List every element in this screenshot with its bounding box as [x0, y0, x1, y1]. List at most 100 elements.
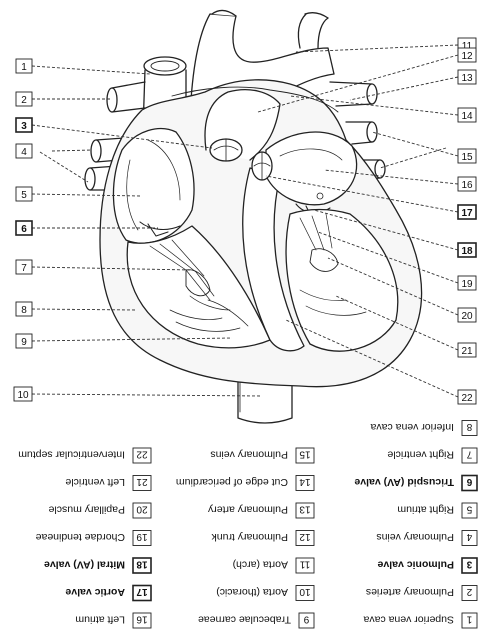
callout-6: 6 [15, 220, 33, 236]
legend-number-box [461, 530, 478, 546]
legend-number: 21 [136, 476, 148, 487]
legend-item-13: 13 Pulmonary artery [207, 502, 315, 519]
legend-label: Aorta (thoracic) [216, 586, 288, 598]
callout-22-number: 22 [461, 393, 473, 404]
legend-item-16: 16 Left atrium [75, 612, 152, 629]
callout-21-number: 21 [461, 346, 473, 357]
legend-number-box [461, 447, 478, 464]
legend-label: Trabeculae carneae [198, 614, 291, 626]
legend-number-box [461, 420, 478, 436]
legend-item-10: 10 Aorta (thoracic) [216, 585, 315, 601]
heart-illustration [84, 9, 423, 424]
legend-number-box [132, 612, 152, 629]
legend-label: Inferior vena cava [370, 421, 454, 433]
legend-number: 1 [466, 614, 472, 625]
legend-number-box [461, 612, 478, 629]
legend-number: 9 [303, 614, 309, 625]
legend-number-box [461, 557, 478, 574]
callout-16: 16 [457, 176, 477, 192]
legend-number: 6 [466, 476, 472, 487]
legend-item-4: 4 Pulmonary veins [376, 530, 478, 546]
legend-item-21: 21 Left ventricle [65, 475, 152, 491]
legend-label: Pulmonary arteries [366, 586, 454, 598]
legend-label: Mitral (AV) valve [44, 559, 125, 571]
interventricular-septum-shape [242, 167, 305, 352]
legend-label: Pulmonary veins [210, 449, 288, 461]
callout-18: 18 [457, 242, 477, 258]
legend-number-box [295, 585, 315, 601]
legend-number: 10 [299, 586, 311, 597]
legend-label: Tricuspid (AV) valve [354, 476, 454, 488]
callout-19-number: 19 [461, 279, 473, 290]
legend-number-box [295, 475, 315, 491]
callout-14: 14 [457, 107, 477, 123]
callout-19: 19 [457, 275, 477, 291]
legend-number-box [132, 584, 152, 602]
legend-number-box [461, 585, 478, 601]
callout-20: 20 [457, 307, 477, 323]
callout-20-number: 20 [461, 311, 473, 322]
callout-15: 15 [457, 148, 477, 164]
legend-label: Superior vena cava [363, 614, 454, 626]
legend-label: Pulmonary trunk [211, 531, 288, 543]
callout-9: 9 [15, 333, 33, 349]
legend-number-box [132, 447, 152, 464]
callout-4-number: 4 [21, 147, 27, 158]
legend-number: 5 [466, 504, 472, 515]
callout-1-number: 1 [21, 62, 27, 73]
legend-number-box [132, 530, 152, 546]
legend-number: 16 [136, 614, 148, 625]
legend-number-box [132, 557, 152, 574]
callout-1: 1 [15, 58, 33, 74]
legend-number: 20 [136, 504, 148, 515]
legend-label: Pulmonic valve [377, 559, 454, 571]
legend-number: 3 [466, 559, 472, 570]
legend-number-box [298, 612, 315, 629]
callout-8: 8 [15, 301, 33, 317]
callout-10-number: 10 [17, 390, 29, 401]
callout-8-number: 8 [21, 305, 27, 316]
legend-label: Chordae tendineae [36, 531, 125, 543]
legend-number-box [132, 502, 152, 519]
legend-number: 13 [299, 504, 311, 515]
legend-label: Papillary muscle [48, 504, 125, 516]
legend-label: Left atrium [75, 614, 125, 626]
legend-number: 17 [136, 586, 148, 597]
legend-label: Left ventricle [65, 476, 125, 488]
legend-number: 7 [466, 449, 472, 460]
legend-number: 4 [466, 531, 472, 542]
callout-13: 13 [457, 69, 477, 85]
callout-9-number: 9 [21, 337, 27, 348]
leader-lines [31, 44, 459, 398]
callout-12: 12 [457, 47, 477, 63]
legend-number-box [295, 447, 315, 464]
callout-3: 3 [15, 117, 33, 133]
legend-item-9: 9 Trabeculae carneae [198, 612, 315, 629]
legend-label: Interventricular septum [18, 449, 125, 461]
legend-number-box [295, 530, 315, 546]
callout-14-number: 14 [461, 111, 473, 122]
legend-label: Aortic valve [65, 586, 125, 598]
left-atrium-chamber [265, 131, 358, 206]
legend-label: Pulmonary artery [207, 504, 288, 516]
legend-number: 19 [136, 531, 148, 542]
legend-number-box [461, 502, 478, 519]
left-ventricle-chamber [285, 208, 399, 352]
callout-5: 5 [15, 186, 33, 202]
callout-12-number: 12 [461, 51, 473, 62]
legend-label: Pulmonary veins [376, 531, 454, 543]
legend-item-12: 12 Pulmonary trunk [211, 530, 315, 546]
legend-number: 12 [299, 531, 311, 542]
callout-16-number: 16 [461, 180, 473, 191]
legend-number: 2 [466, 586, 472, 597]
callout-2-number: 2 [21, 95, 27, 106]
legend-number: 22 [136, 449, 148, 460]
aortic-arch-shape [189, 13, 335, 119]
callout-5-number: 5 [21, 190, 27, 201]
callout-3-number: 3 [21, 121, 27, 132]
legend-number: 18 [136, 559, 148, 570]
legend-item-19: 19 Chordae tendineae [36, 530, 152, 546]
